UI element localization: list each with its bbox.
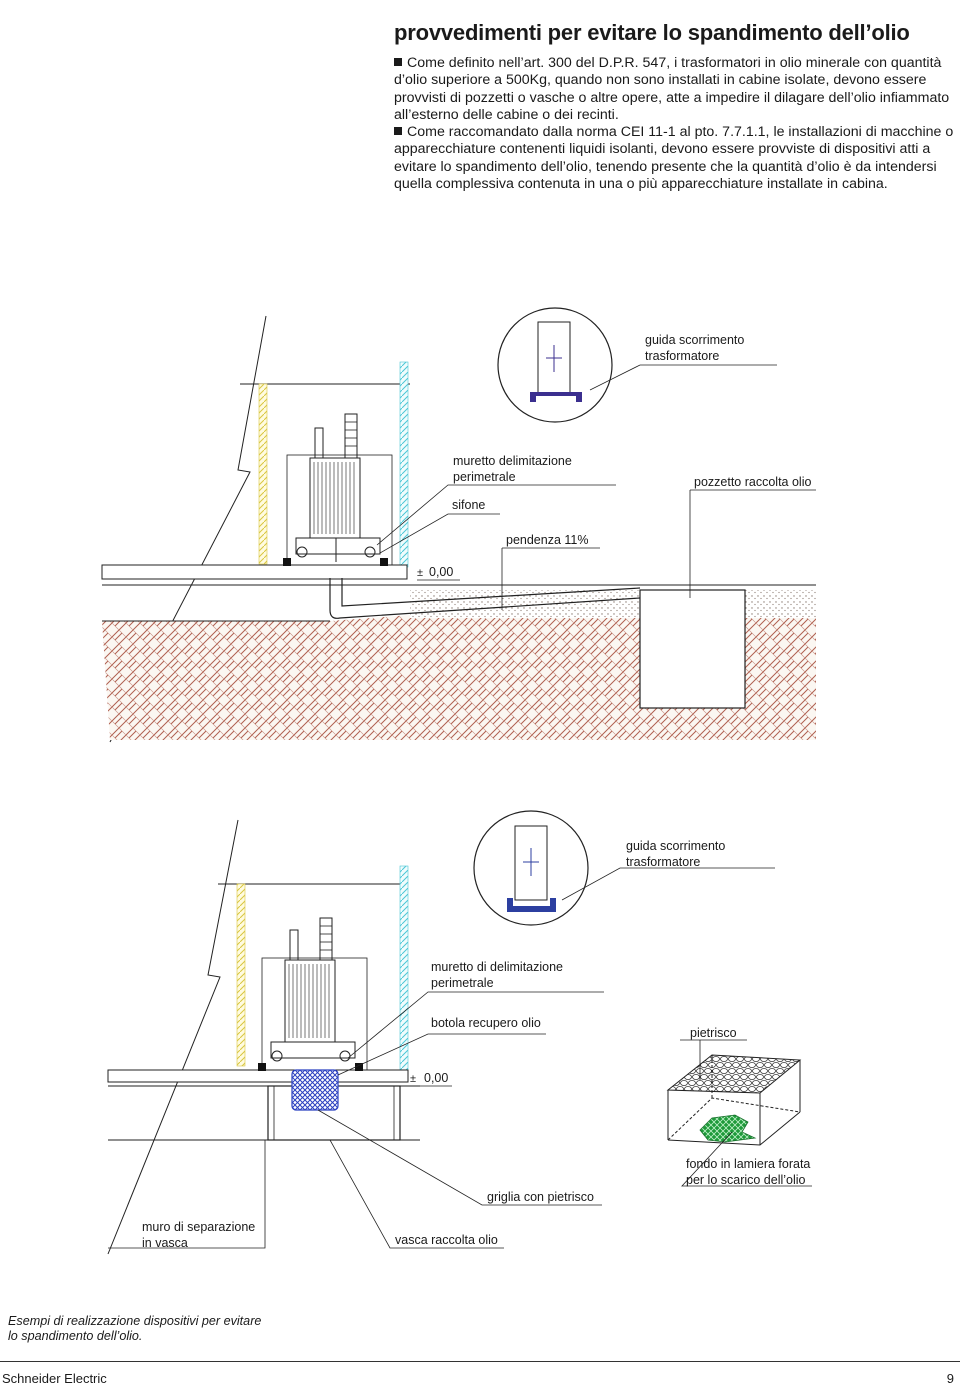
oil-sump-pit — [639, 589, 746, 709]
wall-yellow — [258, 383, 268, 565]
label-fondo-2: per lo scarico dell’olio — [686, 1173, 806, 1187]
label-botola: botola recupero olio — [431, 1016, 541, 1030]
footer-rule — [0, 1361, 960, 1362]
label-guida-2: trasformatore — [645, 349, 719, 363]
transformer-icon — [270, 917, 356, 1062]
paragraph-2: Come raccomandato dalla norma CEI 11-1 a… — [394, 124, 954, 193]
figures: guida scorrimento trasformatore muretto … — [101, 307, 816, 1255]
floor-slab — [101, 564, 408, 580]
label-guida-1: guida scorrimento — [645, 333, 744, 347]
bullet-icon — [394, 58, 402, 66]
label-muretto-1: muretto di delimitazione — [431, 960, 563, 974]
wall-cyan — [399, 865, 409, 1071]
rail-block — [355, 1063, 363, 1071]
caption-line-1: Esempi di realizzazione dispositivi per … — [8, 1314, 262, 1328]
diagram-1: guida scorrimento trasformatore muretto … — [101, 307, 816, 743]
wall-cyan — [399, 361, 409, 568]
label-griglia: griglia con pietrisco — [487, 1190, 594, 1204]
paragraph-1-text: Come definito nell’art. 300 del D.P.R. 5… — [394, 55, 950, 123]
bullet-icon — [394, 127, 402, 135]
gravel-layer — [410, 590, 816, 618]
soil-hatch — [102, 590, 816, 740]
guide-rail-icon — [507, 898, 556, 912]
transformer-icon — [295, 413, 381, 562]
figure-caption: Esempi di realizzazione dispositivi per … — [8, 1314, 308, 1344]
paragraph-2-text: Come raccomandato dalla norma CEI 11-1 a… — [394, 124, 954, 192]
label-pozzetto: pozzetto raccolta olio — [694, 475, 811, 489]
diagram-2: guida scorrimento trasformatore muretto … — [107, 810, 812, 1255]
page-title: provvedimenti per evitare lo spandimento… — [394, 20, 910, 45]
label-sifone: sifone — [452, 498, 485, 512]
label-muro-1: muro di separazione — [142, 1220, 255, 1234]
guide-rail-icon — [530, 392, 582, 402]
label-muretto-2: perimetrale — [453, 470, 516, 484]
label-muretto-1: muretto delimitazione — [453, 454, 572, 468]
label-vasca: vasca raccolta olio — [395, 1233, 498, 1247]
wall-yellow — [236, 883, 246, 1067]
page-number: 9 — [946, 1371, 954, 1386]
level-symbol: ± — [410, 1073, 416, 1085]
break-line — [109, 315, 267, 743]
label-level: 0,00 — [429, 565, 453, 579]
label-pietrisco: pietrisco — [690, 1026, 737, 1040]
break-line — [107, 819, 239, 1255]
footer-brand: Schneider Electric — [2, 1371, 107, 1386]
grille-with-gravel — [291, 1069, 339, 1111]
label-guida-1: guida scorrimento — [626, 839, 725, 853]
label-level: 0,00 — [424, 1071, 448, 1085]
paragraph-1: Come definito nell’art. 300 del D.P.R. 5… — [394, 55, 954, 124]
rail-block — [258, 1063, 266, 1071]
siphon-pipe-inner — [341, 578, 641, 607]
label-guida-2: trasformatore — [626, 855, 700, 869]
label-fondo-1: fondo in lamiera forata — [686, 1157, 810, 1171]
level-symbol: ± — [417, 567, 423, 579]
perforated-plate-icon — [699, 1114, 757, 1143]
label-muro-2: in vasca — [142, 1236, 188, 1250]
floor-slab — [107, 1069, 409, 1083]
pietrisco-detail — [666, 1054, 802, 1146]
rail-block — [283, 558, 291, 566]
rail-block — [380, 558, 388, 566]
label-pendenza: pendenza 11% — [506, 533, 588, 547]
label-muretto-2: perimetrale — [431, 976, 494, 990]
siphon-pipe — [329, 578, 641, 619]
caption-line-2: lo spandimento dell’olio. — [8, 1329, 143, 1343]
